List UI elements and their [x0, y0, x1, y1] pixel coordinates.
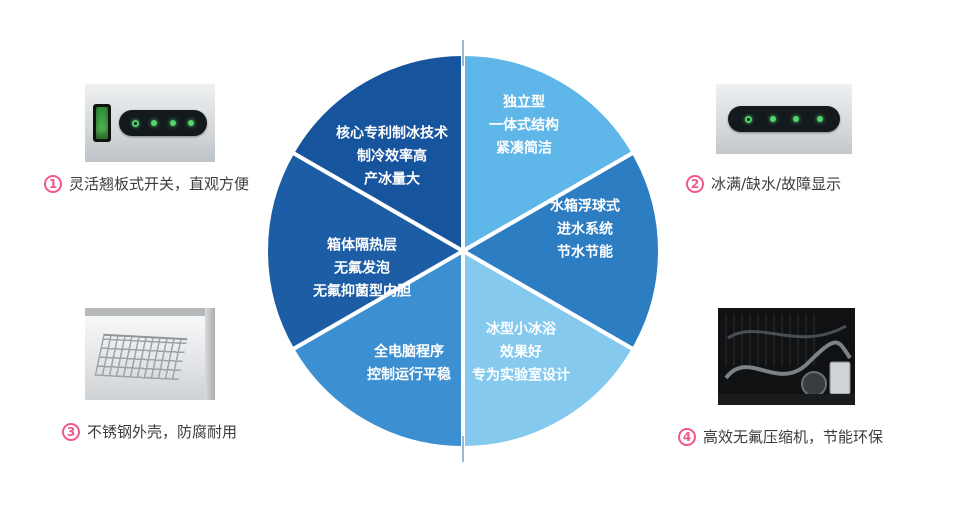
photo-rocker-switch-panel — [85, 84, 215, 162]
sector-water-tank-float-system — [461, 150, 662, 352]
compressor-dome — [801, 371, 827, 397]
water-shortage-led — [793, 116, 800, 122]
callout-2: 2 冰满/缺水/故障显示 — [686, 173, 841, 194]
callout-1: 1 灵活翘板式开关，直观方便 — [44, 173, 249, 194]
indicator-led — [188, 120, 195, 126]
condenser-fins — [725, 314, 815, 366]
photo-compressor — [718, 308, 855, 405]
power-indicator-led — [131, 119, 139, 127]
sector-lab-ice-bath-design — [461, 249, 636, 450]
rocker-switch — [93, 104, 111, 142]
cabinet-side-wall — [205, 308, 215, 400]
indicator-led — [151, 120, 158, 126]
callout-label: 不锈钢外壳，防腐耐用 — [87, 423, 238, 441]
white-component-box — [829, 361, 851, 395]
ice-full-led — [769, 116, 776, 122]
cabinet-top-edge — [85, 308, 215, 316]
indicator-led — [169, 120, 176, 126]
callout-number-badge: 1 — [44, 174, 62, 193]
callout-number-badge: 4 — [678, 427, 696, 446]
photo-indicator-display-panel — [716, 84, 852, 154]
photo-stainless-interior — [85, 308, 215, 400]
sector-computer-program-control — [290, 249, 465, 450]
sector-cabinet-insulation — [264, 150, 465, 352]
rocker-switch-green-key — [96, 107, 108, 139]
callout-label: 高效无氟压缩机，节能环保 — [703, 428, 884, 446]
sector-core-patent-ice-tech — [290, 52, 465, 253]
sector-independent-structure — [461, 52, 636, 253]
power-indicator-led — [745, 115, 753, 123]
base-plate — [718, 394, 855, 405]
refrigerant-tube — [727, 324, 847, 340]
display-panel — [728, 106, 840, 132]
fault-led — [816, 116, 823, 122]
refrigerant-tube — [724, 340, 852, 380]
callout-4: 4 高效无氟压缩机，节能环保 — [678, 426, 883, 447]
callout-number-badge: 3 — [62, 422, 80, 441]
wire-shelf — [94, 333, 188, 381]
compressor-illustration — [718, 314, 855, 405]
callout-label: 灵活翘板式开关，直观方便 — [69, 175, 250, 193]
callout-label: 冰满/缺水/故障显示 — [711, 175, 842, 193]
control-panel — [119, 110, 207, 136]
callout-3: 3 不锈钢外壳，防腐耐用 — [62, 421, 237, 442]
callout-number-badge: 2 — [686, 174, 704, 193]
